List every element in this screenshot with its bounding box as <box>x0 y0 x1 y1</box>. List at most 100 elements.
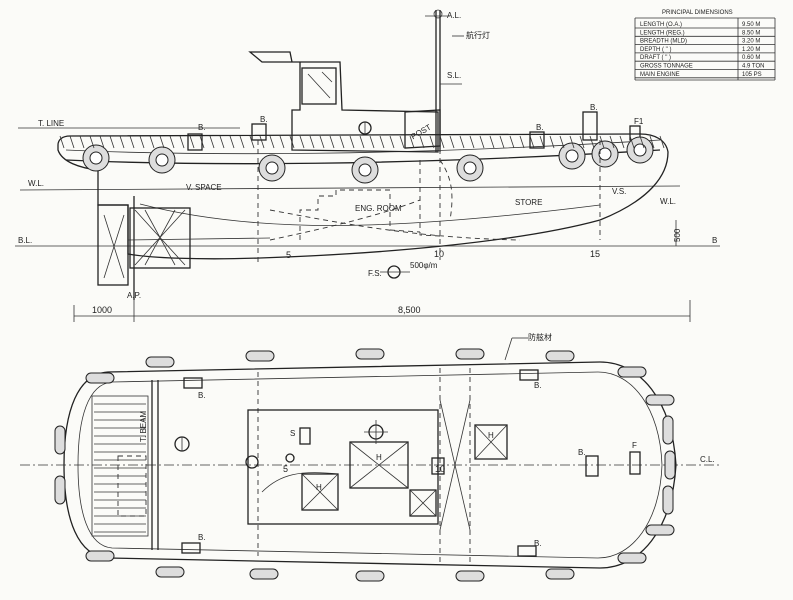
engine-outline <box>299 189 421 240</box>
table-row-label: LENGTH (O.A.) <box>640 22 682 28</box>
mast-note: 航行灯 <box>466 30 490 40</box>
t-line-label: T. LINE <box>38 119 64 128</box>
table-row-value: 0.60 M <box>742 55 760 61</box>
plan-fender <box>249 568 279 580</box>
plan-fender <box>85 372 115 384</box>
profile-fenders <box>59 135 665 184</box>
table-row-label: BREADTH (MLD) <box>640 39 687 45</box>
svg-text:B.: B. <box>198 533 206 542</box>
table-row-label: LENGTH (REG.) <box>640 30 685 36</box>
plan-note: 防舷材 <box>528 332 552 342</box>
svg-text:S: S <box>290 429 295 438</box>
plan-fender <box>85 550 115 562</box>
svg-text:H: H <box>316 483 322 492</box>
ap-label: A.P. <box>127 291 141 300</box>
svg-text:10: 10 <box>435 464 445 474</box>
plan-fender <box>155 566 185 578</box>
rudder <box>97 204 129 286</box>
profile-view: T. LINE W.L. W.L. B.L. B A.P. <box>15 9 720 322</box>
table-title: PRINCIPAL DIMENSIONS <box>662 10 733 16</box>
post-box <box>404 109 441 149</box>
bitt <box>582 111 598 141</box>
table-row-value: 105 PS <box>742 72 762 78</box>
fs-label: F.S. <box>368 269 382 278</box>
plan-fender <box>355 570 385 582</box>
svg-text:B.: B. <box>590 103 598 112</box>
store-label: STORE <box>515 198 542 207</box>
svg-text:B.: B. <box>260 115 268 124</box>
svg-text:B.: B. <box>198 391 206 400</box>
table-row-label: MAIN ENGINE <box>640 72 680 78</box>
plan-fender <box>645 524 675 536</box>
plan-fender <box>645 394 675 406</box>
svg-text:5: 5 <box>283 464 288 474</box>
dim-1000: 1000 <box>92 305 112 315</box>
plan-fender <box>455 348 485 360</box>
eng-room-label: ENG. ROOM <box>355 204 402 213</box>
svg-text:H: H <box>376 453 382 462</box>
frame-10-label: 10 <box>434 249 444 259</box>
stern-grating <box>91 395 149 537</box>
waterline <box>19 185 681 191</box>
plan-fender <box>355 348 385 360</box>
wheelhouse <box>248 51 439 153</box>
plan-fender <box>455 570 485 582</box>
frame-5-label: 5 <box>286 250 291 260</box>
plan-fender <box>54 475 66 505</box>
table-row-value: 1.20 M <box>742 47 760 53</box>
plan-fender <box>662 415 674 445</box>
table-row-value: 3.20 M <box>742 39 760 45</box>
svg-text:B.: B. <box>534 381 542 390</box>
engine-hatch <box>349 441 409 489</box>
svg-text:F: F <box>632 441 637 450</box>
depth-500-label: 500 <box>673 228 682 242</box>
wl-right-label: W.L. <box>660 197 676 206</box>
table-row-label: DRAFT ( " ) <box>640 55 671 61</box>
table-row-value: 4.9 TON <box>742 64 764 70</box>
table-row-value: 9.50 M <box>742 22 760 28</box>
plan-fender <box>545 350 575 362</box>
plan-fender <box>617 552 647 564</box>
f1-label: F1 <box>634 117 644 126</box>
shaft-line <box>127 237 271 241</box>
plan-view: C.L. T. BEAM H H H S <box>20 332 720 582</box>
table-row-value: 8.50 M <box>742 30 760 36</box>
hatch-fwd <box>474 424 508 460</box>
t-beam-label: T. BEAM <box>139 411 148 442</box>
vs-label: V.S. <box>612 187 626 196</box>
table-row-label: DEPTH ( " ) <box>640 47 671 53</box>
wheelhouse-window <box>301 67 337 105</box>
propeller-guard <box>129 207 191 269</box>
dimensions-table: PRINCIPAL DIMENSIONS LENGTH (O.A.) 9.50 M… <box>634 10 776 81</box>
bitt <box>529 131 545 149</box>
plan-fender <box>245 350 275 362</box>
svg-text:B.: B. <box>198 123 206 132</box>
prop-label: 500φ/m <box>410 261 438 270</box>
table-row-label: GROSS TONNAGE <box>640 64 693 70</box>
dim-8500: 8,500 <box>398 305 421 315</box>
plan-fender <box>545 568 575 580</box>
plan-fender <box>145 356 175 368</box>
plan-fender <box>662 485 674 515</box>
bl-label: B.L. <box>18 236 32 245</box>
al-label: A.L. <box>447 11 461 20</box>
plan-hull-inner <box>77 371 663 559</box>
plan-fender <box>54 425 66 455</box>
hatch-aft <box>301 473 339 511</box>
svg-text:B.: B. <box>534 539 542 548</box>
svg-text:B.: B. <box>536 123 544 132</box>
v-space-label: V. SPACE <box>186 183 222 192</box>
wl-left-label: W.L. <box>28 179 44 188</box>
b-right-label: B <box>712 236 717 245</box>
bitt <box>251 123 267 141</box>
plan-fender <box>664 450 676 480</box>
sl-label: S.L. <box>447 71 461 80</box>
svg-text:B.: B. <box>578 448 586 457</box>
plan-fenders <box>54 348 676 582</box>
frame-15-label: 15 <box>590 249 600 259</box>
svg-text:H: H <box>488 431 494 440</box>
cl-label: C.L. <box>700 455 715 464</box>
plan-fender <box>617 366 647 378</box>
